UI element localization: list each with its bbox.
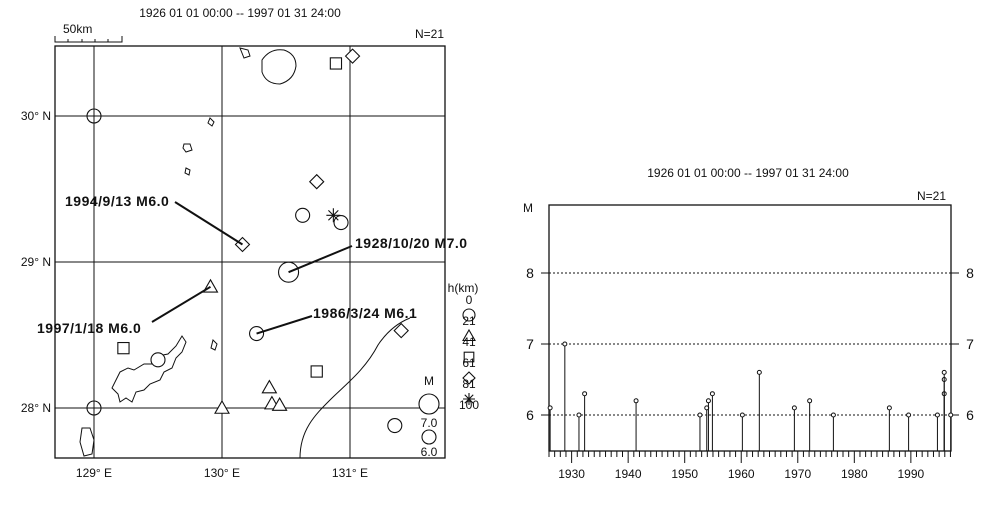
legend-triangle-icon bbox=[462, 328, 476, 342]
depth-legend-label: 100 bbox=[459, 398, 479, 412]
event-point bbox=[705, 398, 711, 404]
magnitude-legend-label: 6.0 bbox=[421, 445, 438, 459]
event-point bbox=[582, 391, 588, 397]
map-legend: h(km)0 21 41 61 81 100 M 7.0 6.0 bbox=[418, 281, 479, 459]
depth-legend-label: 41 bbox=[462, 335, 476, 349]
magnitude-legend-title: M bbox=[424, 374, 434, 388]
x-tick-label: 1930 bbox=[558, 467, 585, 481]
legend-magnitude-circle-icon bbox=[421, 429, 437, 445]
lat-tick-label: 30° N bbox=[21, 109, 51, 123]
event-point bbox=[709, 391, 715, 397]
annotation-label: 1986/3/24 M6.1 bbox=[313, 305, 417, 321]
event-point bbox=[886, 405, 892, 411]
y-tick-label-right: 8 bbox=[966, 265, 974, 281]
event-circle-marker bbox=[387, 417, 403, 434]
coastlines bbox=[79, 47, 411, 459]
map-frame bbox=[54, 45, 446, 459]
x-tick-label: 1960 bbox=[728, 467, 755, 481]
legend-magnitude-circle-icon bbox=[418, 393, 440, 415]
event-point bbox=[756, 369, 762, 375]
event-point bbox=[547, 405, 553, 411]
event-diamond-marker bbox=[308, 173, 325, 190]
scale-label: 50km bbox=[63, 22, 92, 36]
event-diamond-marker bbox=[344, 48, 361, 64]
annotation-label: 1994/9/13 M6.0 bbox=[65, 193, 169, 209]
chart-title: 1926 01 01 00:00 -- 1997 01 31 24:00 bbox=[647, 166, 849, 180]
magnitude-time-chart: 1926 01 01 00:00 -- 1997 01 31 24:00 N=2… bbox=[523, 166, 974, 481]
annotation-label: 1928/10/20 M7.0 bbox=[355, 235, 468, 251]
x-tick-label: 1950 bbox=[671, 467, 698, 481]
depth-legend-label: 0 bbox=[466, 293, 473, 307]
y-axis-label: M bbox=[523, 201, 533, 215]
legend-diamond-icon bbox=[462, 371, 476, 385]
annotation-leader-line bbox=[174, 201, 244, 246]
event-point bbox=[934, 412, 940, 418]
y-tick-label: 8 bbox=[526, 265, 534, 281]
magnitude-legend-label: 7.0 bbox=[421, 416, 438, 430]
legend-star-icon bbox=[463, 393, 475, 405]
y-tick-label: 6 bbox=[526, 407, 534, 423]
epicenter-map: 1926 01 01 00:00 -- 1997 01 31 24:00 50k… bbox=[21, 6, 479, 480]
chart-frame bbox=[548, 204, 952, 452]
chart-count-label: N=21 bbox=[917, 189, 946, 203]
legend-square-icon bbox=[463, 351, 475, 363]
event-triangle-marker bbox=[271, 396, 288, 411]
event-square-marker bbox=[310, 365, 323, 378]
lat-tick-label: 28° N bbox=[21, 401, 51, 415]
map-count-label: N=21 bbox=[415, 27, 444, 41]
event-point bbox=[739, 412, 745, 418]
event-point bbox=[948, 412, 954, 418]
event-point bbox=[830, 412, 836, 418]
event-circle-marker bbox=[150, 352, 166, 368]
scale-bar bbox=[54, 36, 123, 43]
annotation-leader-line bbox=[151, 285, 211, 323]
event-point bbox=[906, 412, 912, 418]
event-point bbox=[697, 412, 703, 418]
y-tick-label-right: 6 bbox=[966, 407, 974, 423]
annotation-leader-line bbox=[288, 245, 353, 274]
lon-tick-label: 131° E bbox=[332, 466, 368, 480]
x-tick-label: 1970 bbox=[784, 467, 811, 481]
event-square-marker bbox=[329, 57, 343, 70]
event-square-marker bbox=[117, 341, 130, 355]
map-title: 1926 01 01 00:00 -- 1997 01 31 24:00 bbox=[139, 6, 341, 20]
depth-legend-title: h(km) bbox=[448, 281, 479, 295]
event-point bbox=[941, 369, 947, 375]
annotation-label: 1997/1/18 M6.0 bbox=[37, 320, 141, 336]
event-point bbox=[562, 341, 568, 347]
x-tick-label: 1980 bbox=[841, 467, 868, 481]
annotation-leader-line bbox=[256, 315, 313, 335]
event-triangle-marker bbox=[261, 379, 278, 394]
lon-tick-label: 129° E bbox=[76, 466, 112, 480]
depth-legend-label: 21 bbox=[462, 314, 476, 328]
event-point bbox=[576, 412, 582, 418]
depth-legend-label: 81 bbox=[462, 377, 476, 391]
depth-legend-label: 61 bbox=[462, 356, 476, 370]
event-point bbox=[807, 398, 813, 404]
event-star-marker bbox=[326, 208, 341, 223]
event-diamond-marker bbox=[393, 322, 409, 339]
event-point bbox=[633, 398, 639, 404]
lon-tick-label: 130° E bbox=[204, 466, 240, 480]
event-circle-marker bbox=[295, 207, 311, 223]
x-tick-label: 1990 bbox=[898, 467, 925, 481]
event-triangle-marker bbox=[214, 399, 230, 414]
y-tick-label: 7 bbox=[526, 336, 534, 352]
legend-circle-icon bbox=[462, 308, 476, 322]
x-tick-label: 1940 bbox=[615, 467, 642, 481]
lat-tick-label: 29° N bbox=[21, 255, 51, 269]
y-tick-label-right: 7 bbox=[966, 336, 974, 352]
event-point bbox=[791, 405, 797, 411]
